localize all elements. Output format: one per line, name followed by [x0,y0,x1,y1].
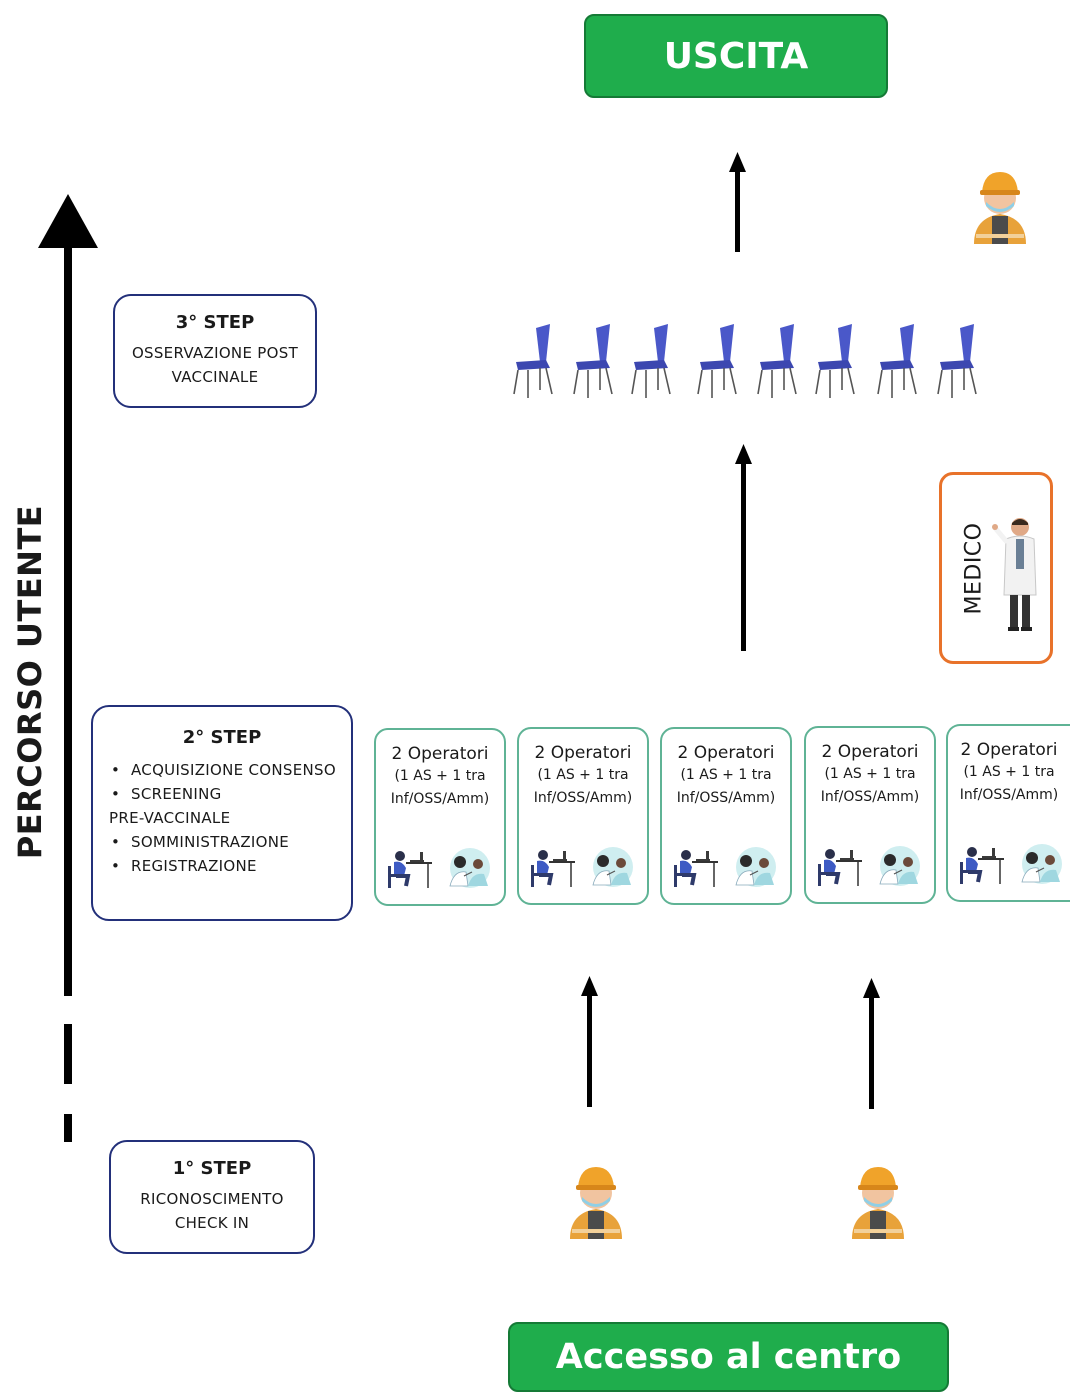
chair-icon [877,323,917,398]
chair-icon [697,323,737,398]
medico-box: MEDICO [939,472,1053,664]
station-title: 2 Operatori [677,743,775,763]
operator-station: 2 Operatori (1 AS + 1 tra Inf/OSS/Amm) [946,724,1070,902]
step3-title: 3° STEP [175,312,255,333]
step3-line: OSSERVAZIONE POST [131,344,299,362]
step2-item: SCREENING [109,782,351,806]
arrow-to-chairs [735,444,752,651]
step1-desc: RICONOSCIMENTO CHECK IN [111,1187,313,1235]
station-title: 2 Operatori [534,743,632,763]
arrow-to-exit [729,152,746,252]
station-title: 2 Operatori [960,740,1058,760]
chair-icon [573,323,613,398]
station-icons [958,843,1063,886]
worker-icon [568,1165,624,1241]
station-line: Inf/OSS/Amm) [533,790,633,806]
exit-label: USCITA [663,35,809,77]
station-icons [386,847,491,890]
step3-line: VACCINALE [171,368,259,386]
station-line: (1 AS + 1 tra [680,767,772,783]
path-dash-1 [64,1024,72,1084]
vaccination-icon [1021,843,1063,885]
step2-item: REGISTRAZIONE [109,854,351,878]
station-icons [529,846,634,889]
step1-box: 1° STEP RICONOSCIMENTO CHECK IN [109,1140,315,1254]
step2-title: 2° STEP [182,727,262,748]
path-arrowhead [38,194,98,248]
entry-box: Accesso al centro [508,1322,949,1392]
station-line: (1 AS + 1 tra [394,768,486,784]
chair-icon [937,323,977,398]
station-line: Inf/OSS/Amm) [820,789,920,805]
chair-icon [757,323,797,398]
step2-box: 2° STEP ACQUISIZIONE CONSENSO SCREENING … [91,705,353,921]
step1-line: RICONOSCIMENTO [140,1190,284,1208]
operator-station: 2 Operatori (1 AS + 1 tra Inf/OSS/Amm) [374,728,506,906]
chairs-row [513,323,977,398]
station-icons [672,846,777,889]
step2-item-continued: PRE-VACCINALE [109,809,231,827]
operator-station: 2 Operatori (1 AS + 1 tra Inf/OSS/Amm) [804,726,936,904]
station-title: 2 Operatori [821,742,919,762]
step2-item: ACQUISIZIONE CONSENSO [109,758,351,782]
station-line: Inf/OSS/Amm) [959,787,1059,803]
chair-icon [513,323,553,398]
vaccination-icon [592,846,634,888]
station-line: Inf/OSS/Amm) [676,790,776,806]
medico-label: MEDICO [961,522,987,614]
step2-item: SOMMINISTRAZIONE [109,830,351,854]
desk-operator-icon [672,848,720,889]
desk-operator-icon [386,849,434,890]
entry-label: Accesso al centro [555,1337,902,1377]
step3-box: 3° STEP OSSERVAZIONE POST VACCINALE [113,294,317,408]
operator-station: 2 Operatori (1 AS + 1 tra Inf/OSS/Amm) [517,727,649,905]
step2-list: ACQUISIZIONE CONSENSO SCREENING PRE-VACC… [109,758,351,878]
desk-operator-icon [529,848,577,889]
desk-operator-icon [816,847,864,888]
doctor-icon [992,518,1037,631]
station-line: (1 AS + 1 tra [824,766,916,782]
vaccination-icon [449,847,491,889]
path-arrow-shaft [64,246,72,996]
worker-icon [972,170,1028,246]
vaccination-icon [879,845,921,887]
step3-desc: OSSERVAZIONE POST VACCINALE [115,341,315,389]
worker-icon [850,1165,906,1241]
station-line: (1 AS + 1 tra [963,764,1055,780]
station-line: Inf/OSS/Amm) [390,791,490,807]
operator-station: 2 Operatori (1 AS + 1 tra Inf/OSS/Amm) [660,727,792,905]
exit-box: USCITA [584,14,888,98]
path-arrow [38,194,98,1142]
station-icons [816,845,921,888]
arrow-entry-left [581,976,598,1107]
arrow-entry-right [863,978,880,1109]
chair-icon [631,323,671,398]
station-title: 2 Operatori [391,744,489,764]
vaccination-icon [735,846,777,888]
chair-icon [815,323,855,398]
step1-line: CHECK IN [174,1214,250,1232]
station-line: (1 AS + 1 tra [537,767,629,783]
path-dash-2 [64,1114,72,1142]
step1-title: 1° STEP [172,1158,252,1179]
desk-operator-icon [958,845,1006,886]
